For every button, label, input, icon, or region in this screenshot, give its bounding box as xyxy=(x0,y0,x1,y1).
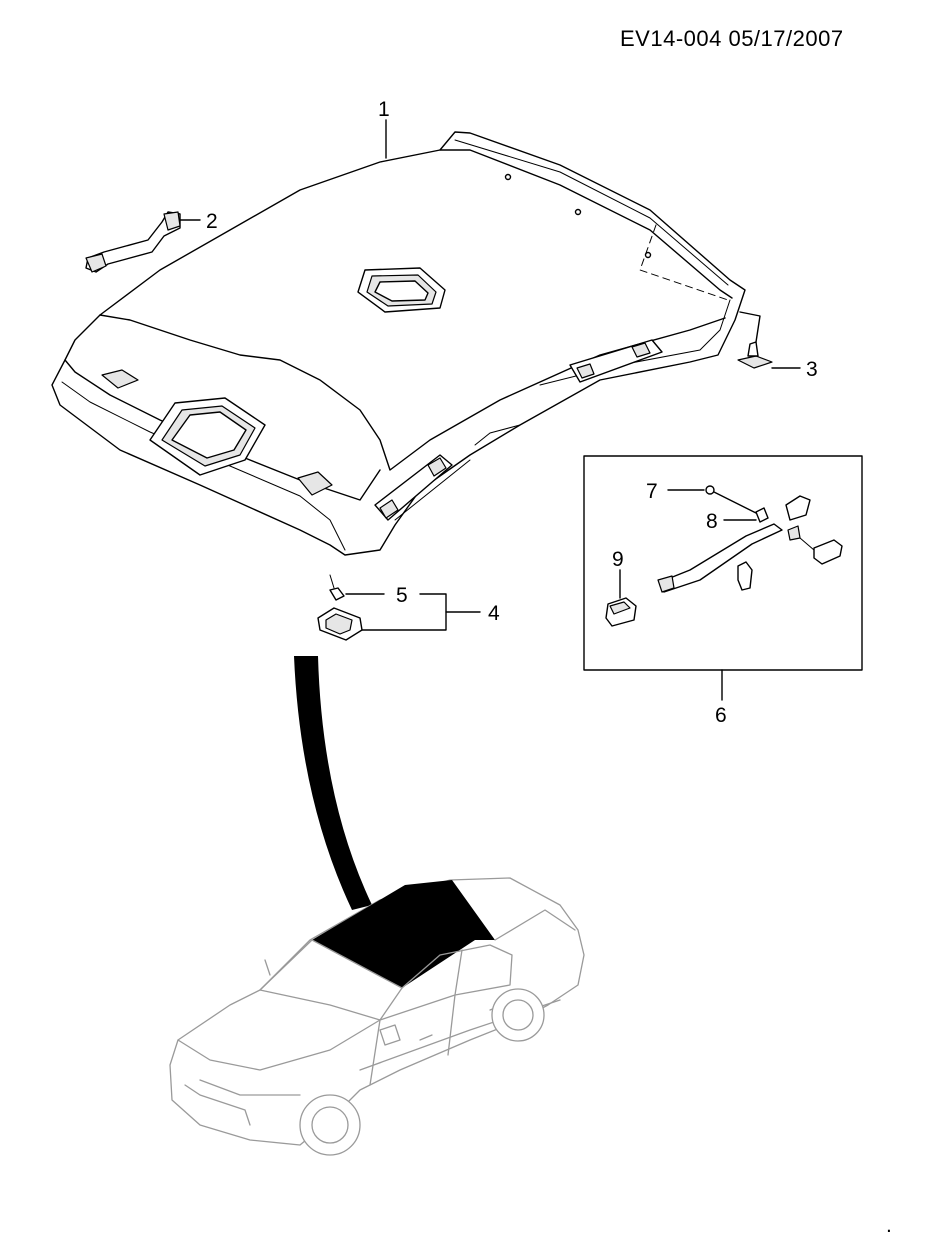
visor-clip-openings xyxy=(101,369,333,496)
dome-light-opening xyxy=(357,267,446,313)
grip-bracket xyxy=(799,537,843,565)
spring-clip xyxy=(737,561,753,591)
callout-8: 8 xyxy=(706,510,718,533)
callout-3: 3 xyxy=(806,358,818,381)
diagram-code-date: EV14-004 05/17/2007 xyxy=(620,26,844,51)
vehicle-locator-illustration xyxy=(169,877,585,1156)
part-2-assist-grip xyxy=(85,211,181,273)
part-8-cover-cap xyxy=(755,495,811,523)
part-5-bulb xyxy=(329,574,345,601)
part-4-dome-lamp xyxy=(317,607,363,641)
callout-1: 1 xyxy=(378,98,390,121)
part-3-retainer-clip xyxy=(737,341,773,369)
map-light-opening xyxy=(149,397,266,476)
grip-handle xyxy=(657,523,801,593)
corner-mark: . xyxy=(886,1214,892,1237)
part-6-kit-box xyxy=(583,455,863,671)
callout-9: 9 xyxy=(612,548,624,571)
grab-handle-recesses xyxy=(374,339,663,521)
locator-arrow xyxy=(294,656,372,910)
callout-6: 6 xyxy=(715,704,727,727)
callout-leader-3a xyxy=(739,311,761,343)
callout-4: 4 xyxy=(488,602,500,625)
callout-2: 2 xyxy=(206,210,218,233)
vehicle-roof-highlight xyxy=(312,880,495,988)
part-9-end-cap xyxy=(605,597,637,627)
part-7-screw xyxy=(705,485,761,516)
callout-7: 7 xyxy=(646,480,658,503)
callout-5: 5 xyxy=(396,584,408,607)
